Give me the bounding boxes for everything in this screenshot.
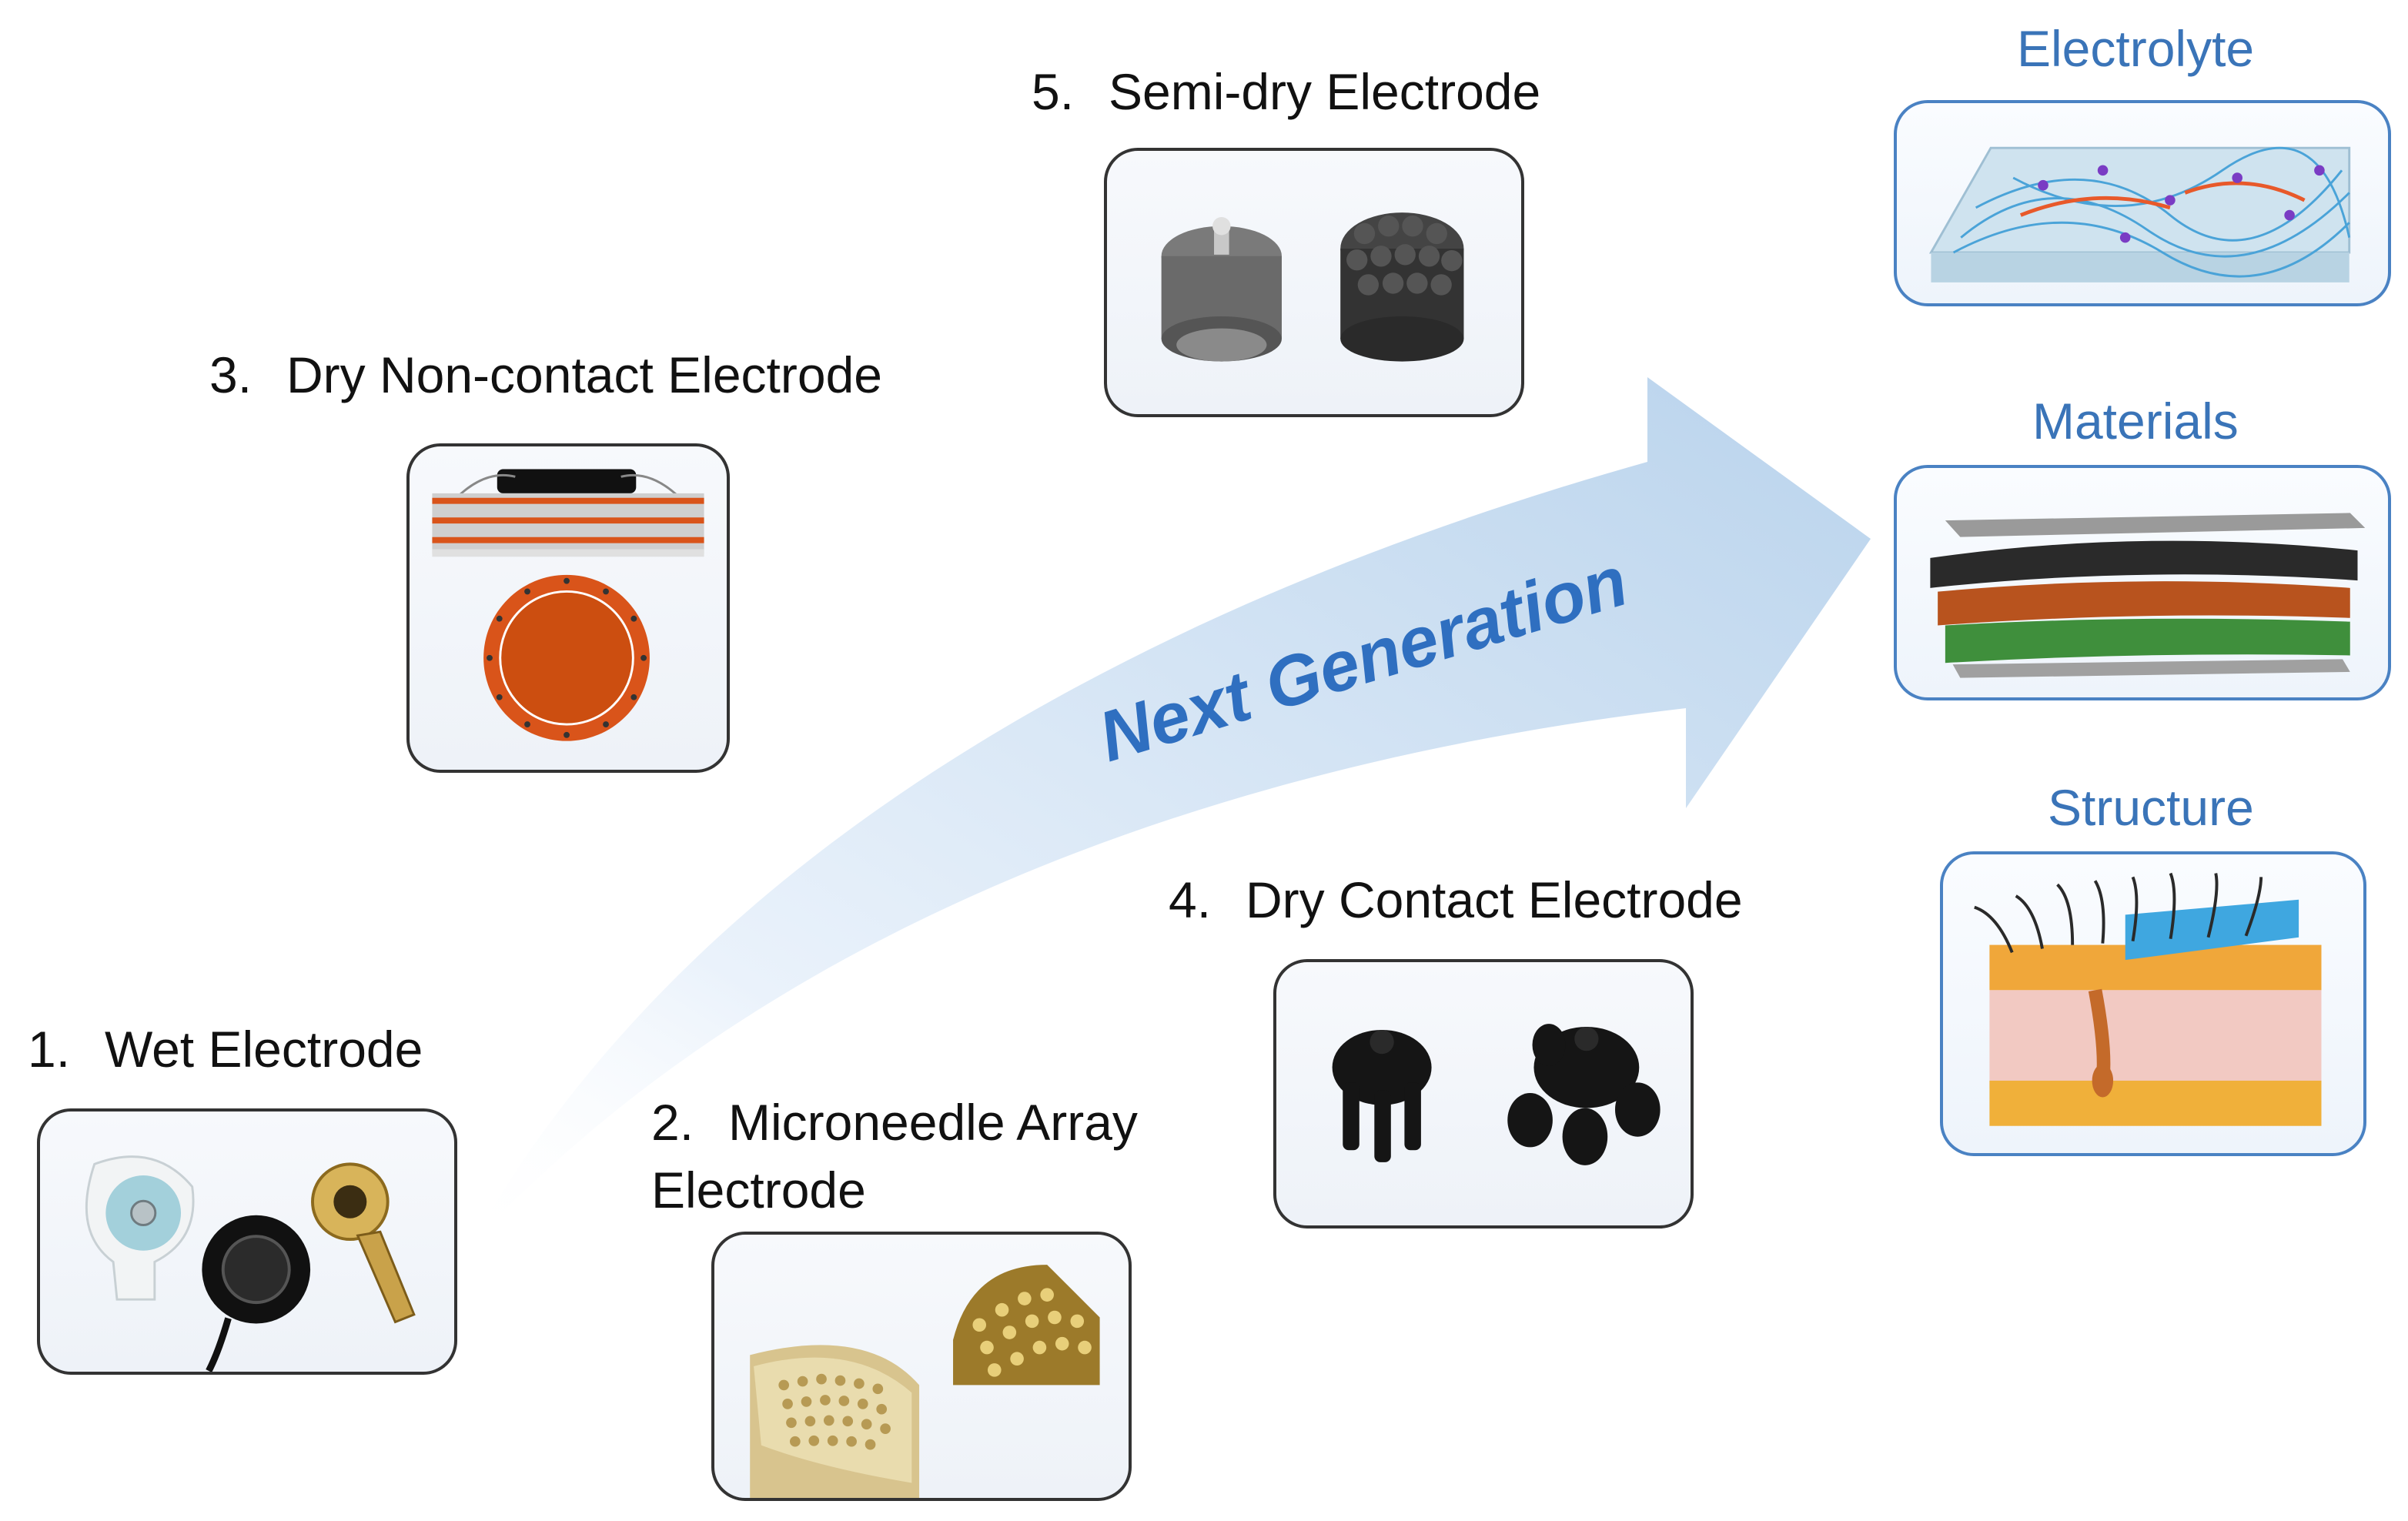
electrode-5-name: Semi-dry Electrode	[1109, 63, 1541, 120]
microneedle-electrode-image	[750, 1265, 1100, 1498]
structure-image	[1974, 872, 2322, 1126]
structure-card	[1940, 851, 2366, 1156]
electrode-4-label: 4. Dry Contact Electrode	[1169, 874, 1743, 925]
electrode-3-name: Dry Non-contact Electrode	[286, 346, 882, 403]
electrolyte-image	[1928, 146, 2351, 282]
electrode-1-number: 1.	[28, 1021, 71, 1078]
dry-contact-electrode-image	[1332, 1024, 1661, 1165]
factor-structure-label: Structure	[2048, 779, 2254, 836]
electrode-3-label: 3. Dry Non-contact Electrode	[209, 349, 882, 400]
electrode-3-number: 3.	[209, 346, 253, 403]
factor-materials-label: Materials	[2032, 393, 2239, 450]
factor-electrolyte-label: Electrolyte	[2017, 20, 2255, 77]
electrode-5-label: 5. Semi-dry Electrode	[1032, 66, 1540, 117]
materials-card	[1894, 465, 2391, 700]
electrode-1-label: 1. Wet Electrode	[28, 1024, 423, 1075]
electrode-5-number: 5.	[1032, 63, 1075, 120]
non-contact-electrode-card	[406, 443, 730, 773]
electrode-4-name: Dry Contact Electrode	[1246, 871, 1743, 928]
electrode-2-number: 2.	[651, 1094, 694, 1151]
arrow-body	[470, 377, 1871, 1247]
semi-dry-electrode-card	[1104, 148, 1524, 417]
materials-image	[1930, 513, 2366, 678]
semi-dry-electrode-image	[1161, 212, 1464, 362]
wet-electrode-image	[85, 1155, 416, 1372]
dry-contact-electrode-card	[1273, 959, 1694, 1228]
electrode-2-label: 2.Microneedle Array Electrode	[651, 1088, 1190, 1224]
electrode-1-name: Wet Electrode	[105, 1021, 423, 1078]
wet-electrode-card	[37, 1108, 457, 1375]
electrode-2-name: Microneedle Array Electrode	[651, 1094, 1138, 1218]
electrode-4-number: 4.	[1169, 871, 1212, 928]
microneedle-electrode-card	[711, 1232, 1132, 1501]
non-contact-electrode-image	[432, 469, 704, 741]
electrolyte-card	[1894, 100, 2391, 306]
